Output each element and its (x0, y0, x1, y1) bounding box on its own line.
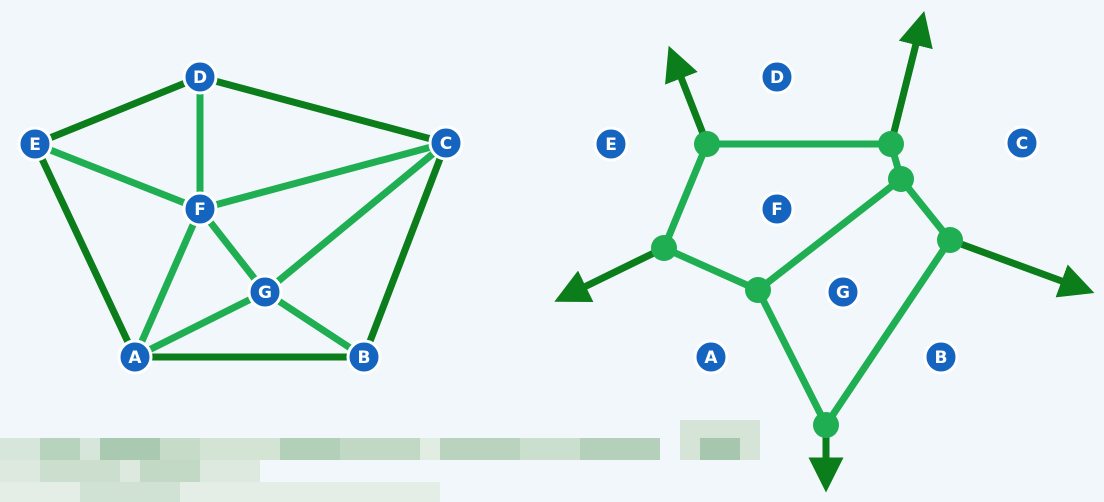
site-F: F (759, 191, 795, 227)
pixel-block (200, 438, 280, 460)
edge-B-C (360, 139, 450, 361)
edge-G-C (261, 139, 450, 296)
pixel-block (420, 438, 440, 460)
dual-edge-6 (897, 175, 954, 244)
dual-vertex-3 (888, 166, 914, 192)
dual-vertex-4 (651, 235, 677, 261)
dual-vertex-2 (878, 131, 904, 157)
dual-rays (554, 11, 1095, 493)
site-label-C: C (1016, 134, 1028, 154)
dual-vertex-7 (813, 412, 839, 438)
dual-vertex-5 (937, 227, 963, 253)
dual-vertex-6 (745, 277, 771, 303)
site-B: B (923, 339, 959, 375)
pixel-block (0, 460, 260, 482)
pixel-block (40, 438, 80, 460)
pixel-block (140, 460, 200, 482)
triangulation-nodes: A B C D E F G (17, 59, 464, 375)
triangulation-inner-edges (31, 73, 450, 361)
pixel-block (340, 438, 420, 460)
site-label-G: G (836, 283, 850, 303)
dual-edge-7 (754, 286, 830, 429)
edge-D-E (31, 73, 204, 148)
site-A: A (693, 339, 729, 375)
dual-edge-2 (660, 140, 711, 252)
pixel-block (440, 438, 520, 460)
node-label-F: F (194, 200, 206, 220)
node-A: A (117, 339, 153, 375)
ray-top-right (887, 11, 933, 148)
pixel-block (580, 438, 660, 460)
node-label-A: A (128, 348, 142, 368)
pixelated-caption-strip (0, 418, 1104, 502)
site-label-F: F (771, 200, 783, 220)
node-D: D (182, 59, 218, 95)
site-E: E (593, 126, 629, 162)
edge-F-G (196, 205, 269, 296)
dual-vertices (651, 131, 963, 438)
pixel-block (280, 438, 340, 460)
edge-F-A (131, 205, 204, 361)
node-G: G (247, 274, 283, 310)
dual-graph: D E C F G A B (554, 11, 1095, 493)
pixel-block (520, 438, 580, 460)
dual-edge-5 (754, 175, 905, 294)
node-F: F (182, 191, 218, 227)
node-B: B (346, 339, 382, 375)
site-G: G (825, 274, 861, 310)
edge-F-C (196, 139, 450, 213)
pixel-block (100, 438, 160, 460)
site-D: D (759, 59, 795, 95)
triangulation-outer-edges (31, 73, 450, 361)
ray-left (554, 244, 668, 303)
ray-right (946, 236, 1095, 298)
dual-edge-8 (822, 236, 954, 429)
edge-G-B (261, 288, 368, 361)
site-label-E: E (605, 135, 617, 155)
dual-vertex-1 (694, 131, 720, 157)
node-label-E: E (29, 135, 41, 155)
triangulation-graph: A B C D E F G (17, 59, 464, 375)
site-label-A: A (704, 348, 718, 368)
edge-G-A (131, 288, 269, 361)
pixel-block (700, 438, 740, 460)
dual-edge-4 (660, 244, 762, 294)
node-label-D: D (193, 68, 207, 88)
site-label-D: D (770, 68, 784, 88)
edge-E-F (31, 140, 204, 213)
node-E: E (17, 126, 53, 162)
node-label-C: C (440, 134, 452, 154)
pixel-block (0, 482, 440, 502)
node-label-B: B (358, 348, 371, 368)
ray-top-left (665, 45, 711, 148)
site-C: C (1004, 125, 1040, 161)
node-C: C (428, 125, 464, 161)
edge-E-A (31, 140, 139, 361)
pixel-block (160, 438, 200, 460)
edge-C-D (196, 73, 450, 147)
site-label-B: B (935, 348, 948, 368)
pixel-block (80, 482, 180, 502)
dual-site-labels: D E C F G A B (593, 59, 1040, 375)
pixel-block (40, 460, 120, 482)
node-label-G: G (258, 283, 272, 303)
dual-edges (660, 140, 954, 429)
